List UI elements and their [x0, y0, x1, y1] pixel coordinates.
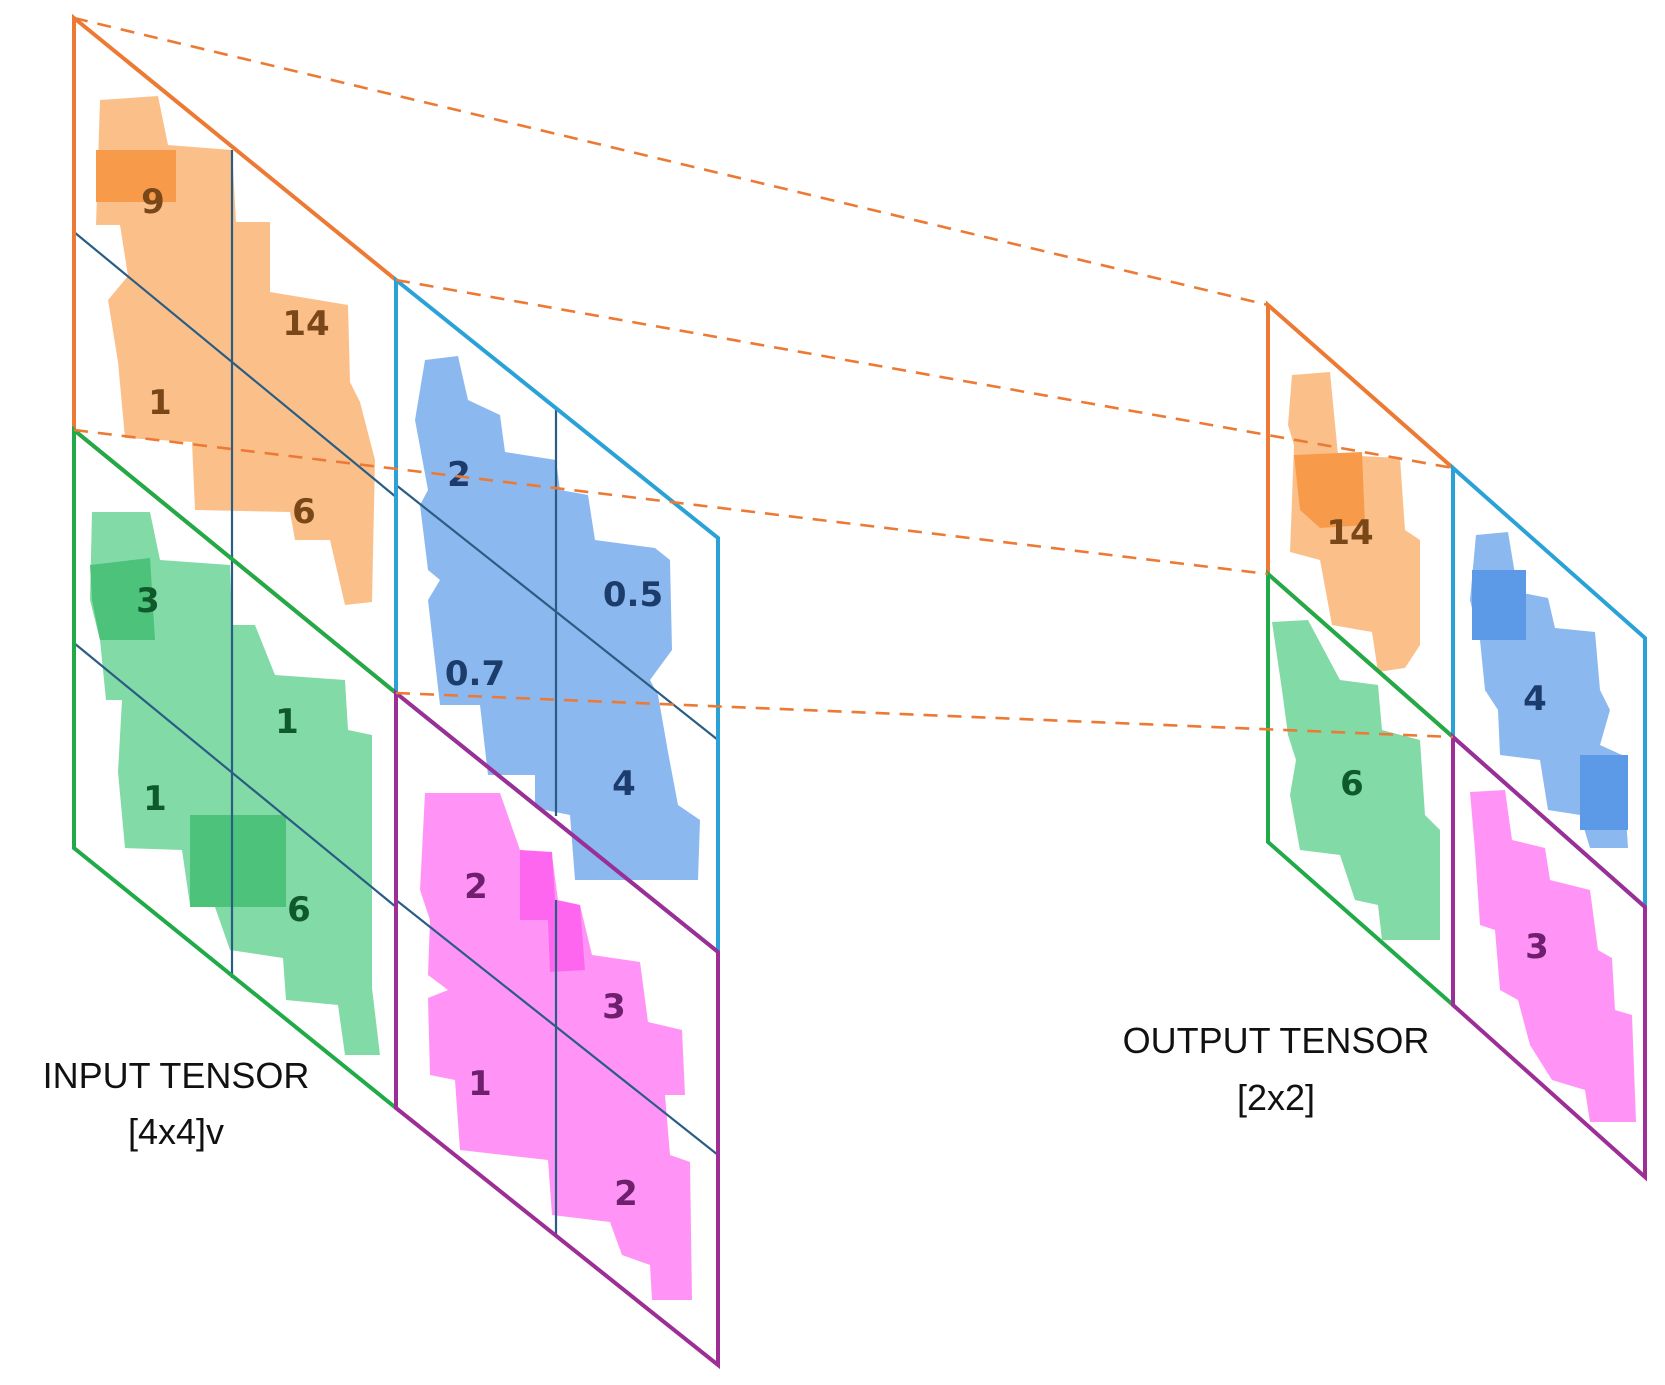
input-magenta-grid-h [395, 899, 719, 1156]
input-magenta-frame [394, 688, 720, 1370]
input-orange-max-patch [96, 150, 176, 202]
output-blue-val: 4 [1523, 679, 1547, 719]
input-orange-val-0: 9 [141, 182, 165, 222]
input-tensor-title: INPUT TENSOR [43, 1055, 310, 1096]
input-orange-val-3: 6 [292, 492, 316, 532]
input-magenta-val-2: 1 [468, 1064, 492, 1104]
projection-line-top [73, 16, 1269, 307]
output-cell-blue: 4 [1451, 463, 1647, 912]
output-tensor-shape: [2x2] [1237, 1077, 1315, 1118]
output-blue-max-patch-a [1472, 570, 1526, 640]
input-green-val-0: 3 [136, 581, 160, 621]
projection-line-right-bottom [395, 691, 1454, 739]
input-magenta-val-1: 3 [602, 987, 626, 1027]
input-tensor-shape: [4x4]v [128, 1111, 224, 1152]
projection-lines [73, 16, 1454, 739]
input-quadrant-blue: 2 0.5 0.7 4 [394, 275, 720, 957]
output-orange-max-patch [1294, 452, 1365, 528]
input-green-max-patch-b [190, 815, 286, 907]
input-magenta-val-0: 2 [464, 867, 488, 907]
input-green-val-1: 1 [275, 702, 299, 742]
input-green-highlight [90, 512, 380, 1055]
input-green-val-2: 1 [143, 779, 167, 819]
input-magenta-max-patch [520, 850, 585, 972]
output-cell-green: 6 [1266, 569, 1455, 1010]
input-blue-val-3: 4 [612, 764, 636, 804]
output-magenta-val: 3 [1525, 927, 1549, 967]
output-cell-orange: 14 [1266, 300, 1455, 742]
input-quadrant-magenta: 2 3 1 2 [394, 688, 720, 1370]
input-orange-val-2: 1 [148, 383, 172, 423]
input-blue-highlight [415, 356, 700, 880]
input-blue-val-2: 0.7 [445, 654, 505, 694]
projection-line-left-bottom [73, 428, 1269, 576]
input-blue-grid-h [395, 484, 719, 741]
input-green-max-patch-a [90, 558, 155, 640]
input-magenta-val-3: 2 [614, 1174, 638, 1214]
input-blue-val-0: 2 [447, 455, 471, 495]
input-blue-val-1: 0.5 [603, 575, 663, 615]
input-green-grid-h [73, 642, 397, 908]
output-orange-val: 14 [1326, 513, 1373, 553]
output-blue-max-patch-b [1580, 755, 1628, 830]
output-cell-magenta: 3 [1451, 732, 1647, 1182]
output-green-highlight [1272, 620, 1440, 940]
projection-line-right-top [395, 278, 1454, 470]
output-tensor: 14 6 4 3 OUTPUT TENSOR [2x2] [1123, 300, 1647, 1182]
input-tensor: 9 14 1 6 3 1 1 6 2 0.5 0.7 4 [43, 13, 720, 1370]
output-magenta-frame [1451, 732, 1647, 1182]
output-magenta-highlight [1470, 790, 1636, 1122]
input-quadrant-orange: 9 14 1 6 [72, 13, 398, 698]
input-orange-val-1: 14 [282, 304, 329, 344]
input-orange-grid-h [73, 231, 397, 498]
input-green-val-3: 6 [287, 890, 311, 930]
output-tensor-title: OUTPUT TENSOR [1123, 1020, 1430, 1061]
input-orange-highlight [96, 96, 375, 605]
output-green-val: 6 [1340, 764, 1364, 804]
